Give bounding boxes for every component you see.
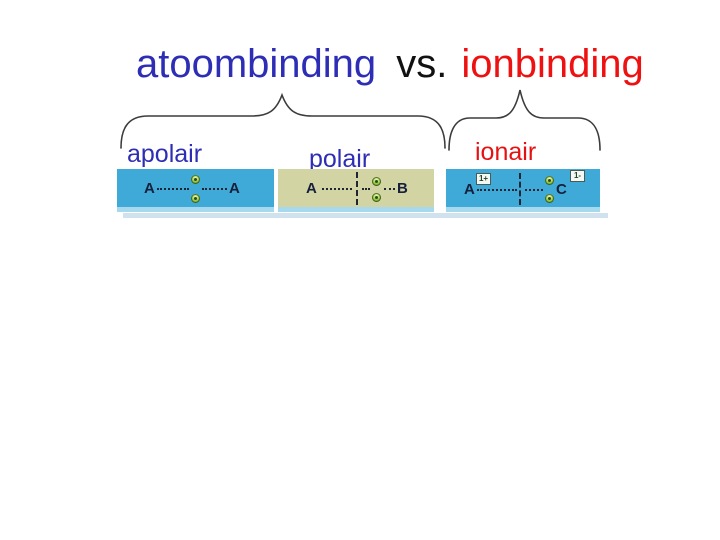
electron-icon (372, 177, 381, 186)
bond-dashes (477, 189, 517, 191)
panel-ionair: A 1+ C 1- (446, 169, 600, 212)
bond-dashes (362, 188, 370, 190)
atom-letter-left: A (144, 180, 155, 197)
label-apolair: apolair (127, 140, 203, 168)
charge-badge-positive: 1+ (476, 173, 491, 185)
image-shadow (123, 213, 608, 218)
atom-letter-right: A (229, 180, 240, 197)
label-polair: polair (309, 145, 371, 173)
electron-icon (191, 175, 200, 184)
electron-icon (191, 194, 200, 203)
bond-divider (356, 172, 358, 205)
slide-title: atoombinding vs. ionbinding (136, 44, 644, 84)
title-part-atoombinding: atoombinding (136, 42, 377, 86)
bond-divider (519, 173, 521, 205)
bond-dashes (202, 188, 227, 190)
label-ionair: ionair (475, 138, 537, 166)
electron-icon (545, 176, 554, 185)
bond-dashes (322, 188, 352, 190)
atom-letter-right: B (397, 180, 408, 197)
electron-icon (372, 193, 381, 202)
title-part-vs: vs. (396, 42, 448, 86)
atom-letter-left: A (306, 180, 317, 197)
bond-dashes (525, 189, 543, 191)
panel-polair: A B (278, 169, 434, 212)
title-part-ionbinding: ionbinding (461, 42, 644, 86)
atom-letter-right: C (556, 181, 567, 198)
charge-badge-negative: 1- (570, 170, 585, 182)
bond-dashes (157, 188, 189, 190)
atom-letter-left: A (464, 181, 475, 198)
bond-dashes (384, 188, 395, 190)
panel-apolair: A A (117, 169, 274, 212)
electron-icon (545, 194, 554, 203)
